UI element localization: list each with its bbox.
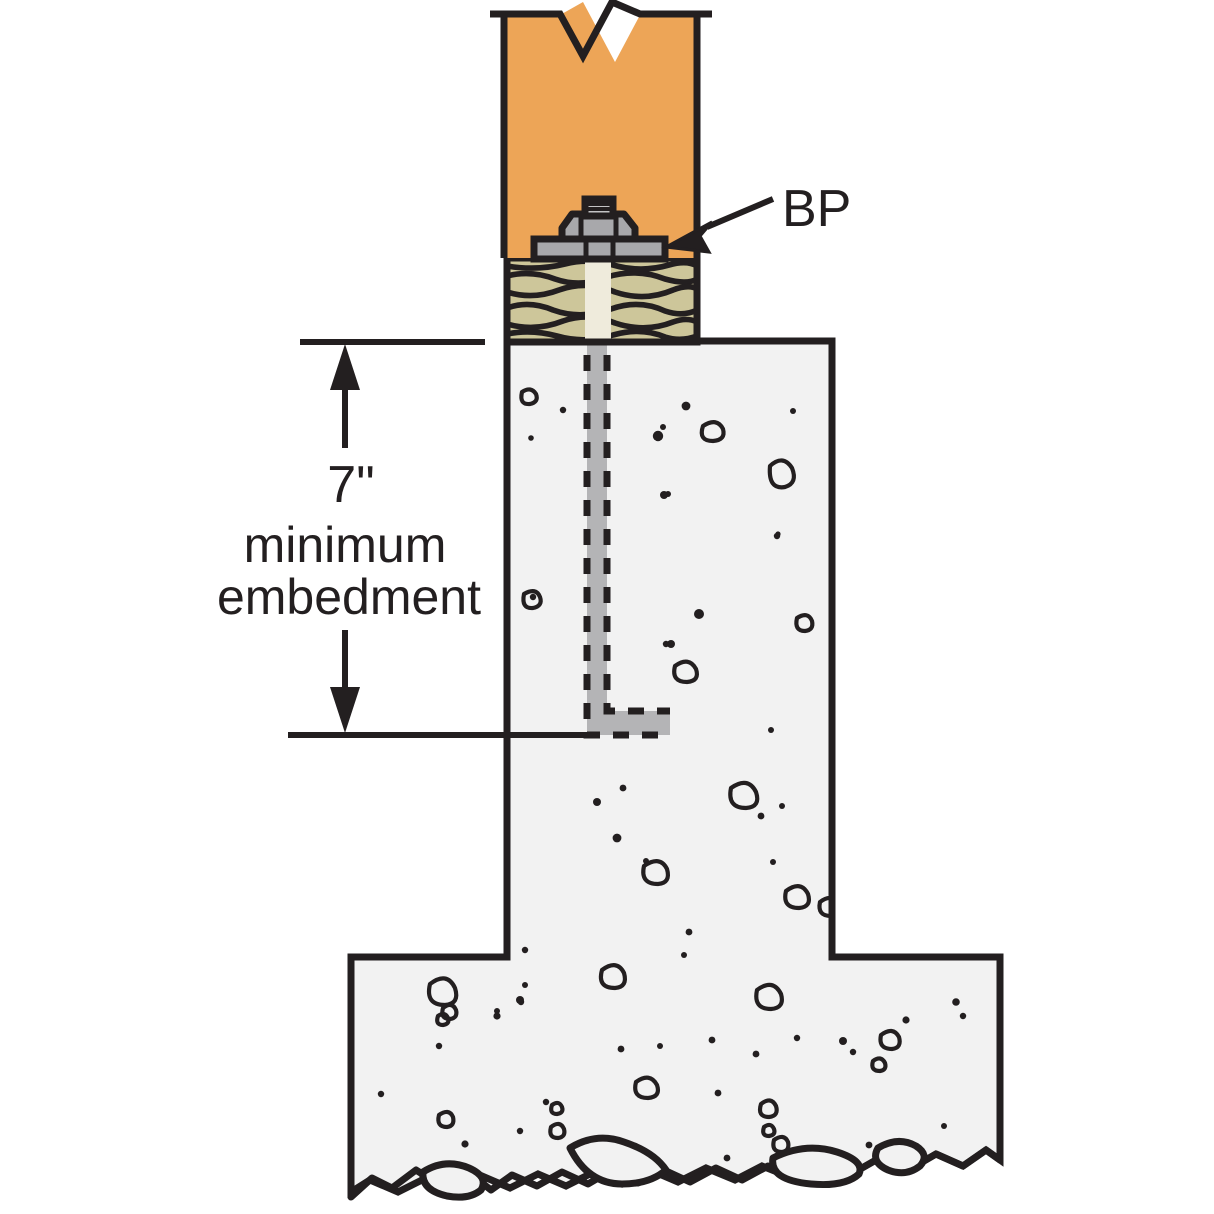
bp-callout-label: BP — [782, 180, 851, 238]
post-fill — [504, 2, 697, 258]
wood-post — [490, 0, 712, 258]
bp-arrowhead-icon — [661, 220, 714, 254]
dimension-note-line-1: minimum — [244, 517, 447, 573]
dimension-arrowhead-up-icon — [330, 344, 360, 390]
concrete-assembly — [347, 337, 1004, 1201]
post-break-line — [490, 0, 712, 64]
embedment-dimension: 7" minimum embedment — [217, 339, 585, 738]
wood-sill-plate — [503, 254, 701, 346]
broken-edge-rubble — [347, 1134, 1004, 1201]
stud-threads — [587, 202, 611, 211]
dimension-note-line-2: embedment — [217, 569, 481, 625]
bp-leader-line — [705, 196, 775, 230]
anchor-bolt-hidden-edge-left — [583, 268, 670, 739]
anchor-bolt-hidden-edge-right — [603, 268, 670, 715]
bp-callout: BP — [661, 180, 851, 254]
sill-plate-bolt-hole — [585, 258, 611, 342]
anchor-hardware — [530, 195, 669, 263]
dimension-value-label: 7" — [327, 456, 374, 514]
dimension-arrowhead-down-icon — [330, 687, 360, 733]
